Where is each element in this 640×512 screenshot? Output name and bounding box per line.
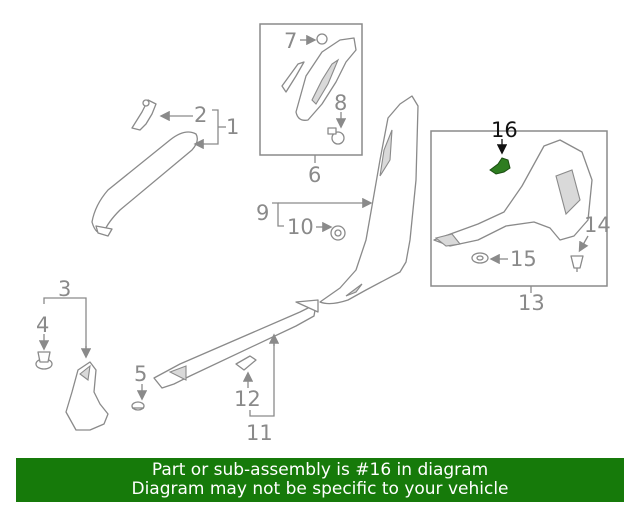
info-banner: Part or sub-assembly is #16 in diagram D… bbox=[16, 458, 624, 502]
callout-12: 12 bbox=[234, 387, 261, 411]
callout-3: 3 bbox=[58, 277, 71, 301]
clip-part-2[interactable] bbox=[131, 99, 157, 131]
b-pillar-trim-part-9[interactable] bbox=[319, 95, 419, 305]
upper-trim-part-6[interactable] bbox=[295, 37, 357, 121]
rear-pillar-trim-part-13[interactable] bbox=[433, 139, 593, 247]
highlighted-part-16[interactable] bbox=[489, 157, 511, 175]
washer-part-15[interactable] bbox=[471, 252, 489, 264]
callout-14: 14 bbox=[584, 213, 611, 237]
clip-part-4[interactable] bbox=[35, 351, 53, 370]
callout-13: 13 bbox=[518, 291, 545, 315]
clip-part-10[interactable] bbox=[330, 225, 346, 241]
small-trim-piece[interactable] bbox=[281, 61, 305, 93]
callout-2: 2 bbox=[194, 103, 207, 127]
callout-1: 1 bbox=[226, 115, 239, 139]
a-pillar-trim[interactable] bbox=[91, 131, 198, 237]
screw-part-8[interactable] bbox=[327, 127, 345, 145]
banner-line-1: Part or sub-assembly is #16 in diagram bbox=[151, 460, 489, 480]
clip-part-12[interactable] bbox=[235, 355, 257, 371]
clip-part-7[interactable] bbox=[316, 33, 328, 45]
callout-9: 9 bbox=[256, 201, 269, 225]
callout-8: 8 bbox=[334, 91, 347, 115]
banner-line-2: Diagram may not be specific to your vehi… bbox=[131, 479, 509, 499]
callout-15: 15 bbox=[510, 247, 537, 271]
callout-5: 5 bbox=[134, 362, 147, 386]
callout-10: 10 bbox=[287, 215, 314, 239]
callout-11: 11 bbox=[246, 421, 273, 445]
sill-trim-part-11[interactable] bbox=[153, 299, 319, 389]
group-box-6 bbox=[259, 23, 363, 156]
lower-trim-part-3[interactable] bbox=[65, 361, 109, 431]
callout-16: 16 bbox=[491, 118, 518, 142]
callout-7: 7 bbox=[284, 29, 297, 53]
callout-6: 6 bbox=[308, 163, 321, 187]
parts-diagram: 2 1 7 8 6 9 10 bbox=[35, 23, 611, 445]
group-box-13 bbox=[430, 130, 608, 287]
callout-4: 4 bbox=[36, 313, 49, 337]
screw-part-5[interactable] bbox=[131, 401, 145, 411]
clip-part-14[interactable] bbox=[570, 255, 584, 272]
